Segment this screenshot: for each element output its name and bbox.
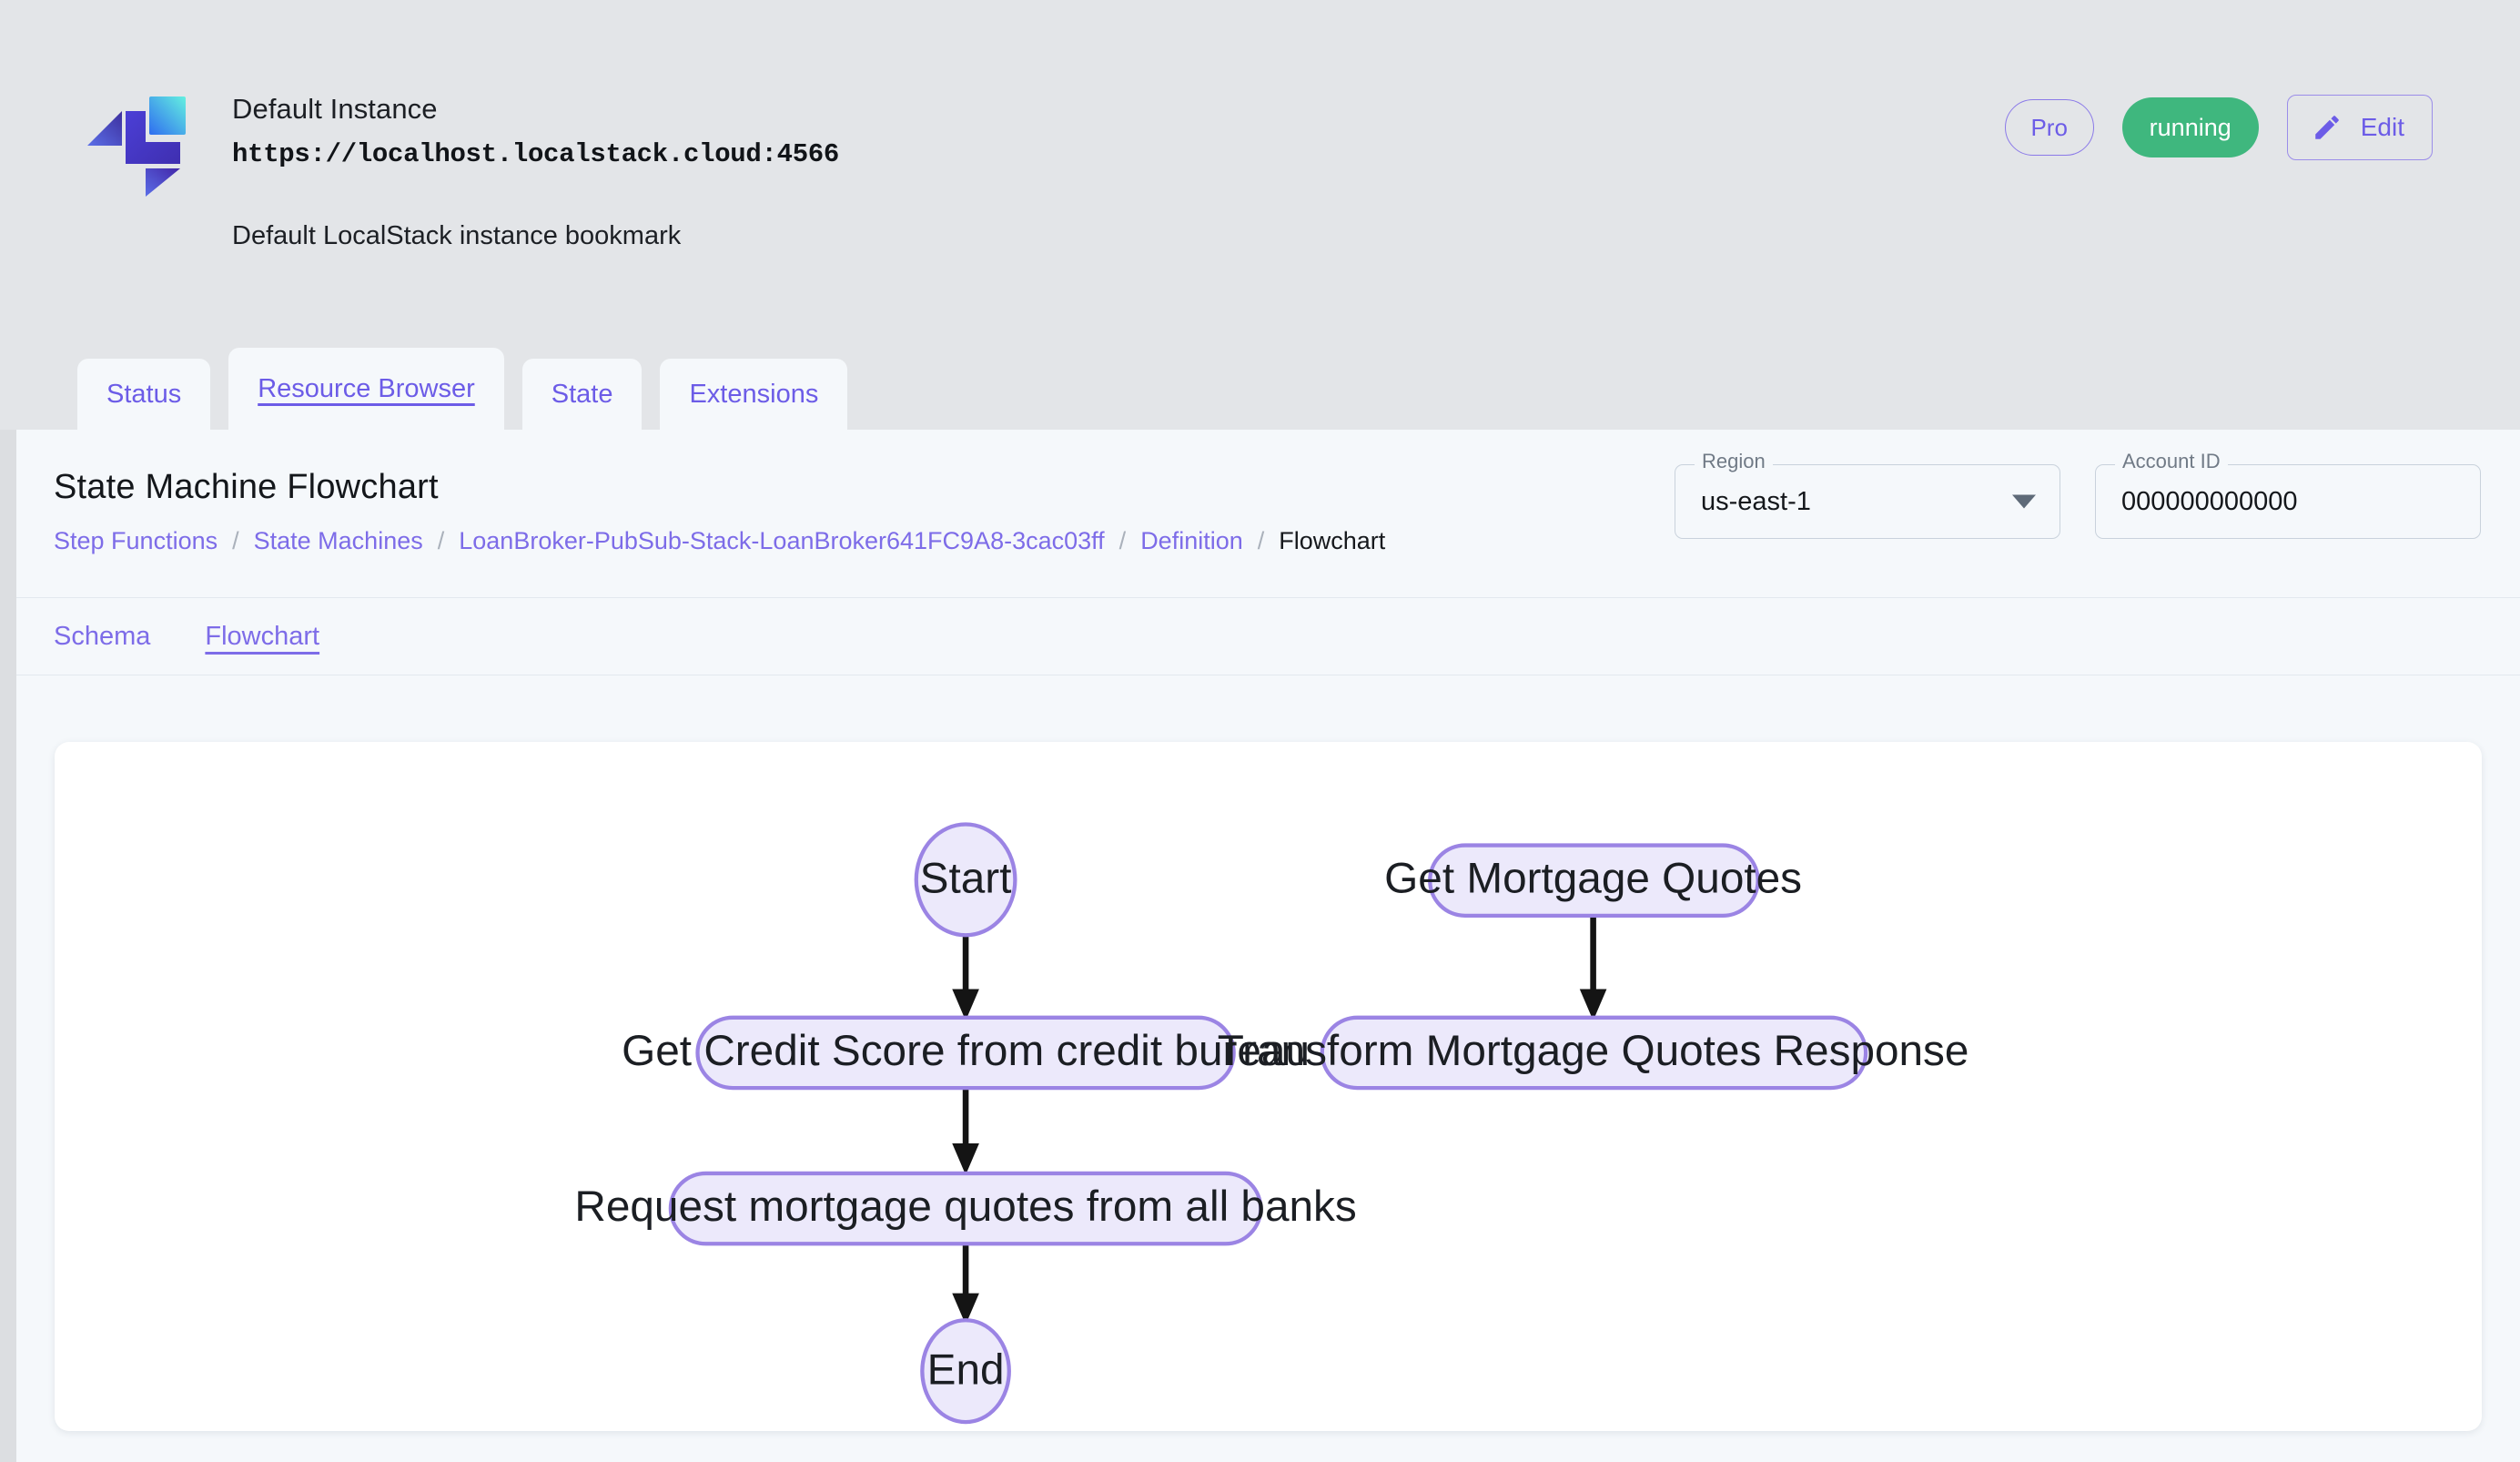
content-panel: State Machine Flowchart Step Functions /… xyxy=(16,430,2520,1462)
region-select[interactable]: Region us-east-1 xyxy=(1675,452,2060,539)
account-id-label: Account ID xyxy=(2115,452,2228,472)
breadcrumb-current: Flowchart xyxy=(1279,527,1386,554)
breadcrumb-definition[interactable]: Definition xyxy=(1140,527,1243,554)
flow-node-label: Start xyxy=(920,855,1012,903)
account-id-field[interactable]: Account ID 000000000000 xyxy=(2095,452,2481,539)
pro-badge[interactable]: Pro xyxy=(2004,99,2094,156)
edge-start-to-credit xyxy=(952,935,979,1021)
breadcrumb-state-machines[interactable]: State Machines xyxy=(253,527,423,554)
flowchart-card: Start Get Credit Score from credit burea… xyxy=(55,742,2482,1431)
instance-endpoint: https://localhost.localstack.cloud:4566 xyxy=(232,139,840,170)
flow-node-get-mortgage-quotes[interactable]: Get Mortgage Quotes xyxy=(1384,843,1802,919)
breadcrumb-state-machine-name[interactable]: LoanBroker-PubSub-Stack-LoanBroker641FC9… xyxy=(459,527,1105,554)
sub-tab-schema[interactable]: Schema xyxy=(54,621,151,651)
region-value: us-east-1 xyxy=(1701,486,1811,516)
tab-status[interactable]: Status xyxy=(77,359,211,430)
status-badge[interactable]: running xyxy=(2121,97,2259,157)
edge-credit-to-request xyxy=(952,1088,979,1175)
flow-node-label: Get Mortgage Quotes xyxy=(1384,855,1802,903)
localstack-logo-icon xyxy=(80,76,200,197)
instance-name: Default Instance xyxy=(232,93,438,125)
tab-extensions[interactable]: Extensions xyxy=(660,359,848,430)
breadcrumb-separator: / xyxy=(232,527,239,554)
selectors: Region us-east-1 Account ID 000000000000 xyxy=(1675,452,2481,539)
flow-node-label: End xyxy=(927,1345,1005,1394)
header-actions: Pro running Edit xyxy=(2004,95,2433,160)
breadcrumb-separator: / xyxy=(1118,527,1127,554)
chevron-down-icon[interactable] xyxy=(2012,494,2036,509)
flow-node-start[interactable]: Start xyxy=(914,822,1017,938)
flow-node-end[interactable]: End xyxy=(920,1318,1011,1425)
main-tab-strip: Status Resource Browser State Extensions xyxy=(0,348,2520,430)
tab-resource-browser[interactable]: Resource Browser xyxy=(228,348,504,430)
region-label: Region xyxy=(1695,452,1773,472)
flow-node-transform-mortgage-quotes-response[interactable]: Transform Mortgage Quotes Response xyxy=(1218,1015,1969,1091)
edge-quotes-to-transform xyxy=(1579,915,1607,1021)
edit-button-label: Edit xyxy=(2360,113,2404,141)
flow-node-request-mortgage-quotes[interactable]: Request mortgage quotes from all banks xyxy=(574,1171,1357,1246)
page-header: State Machine Flowchart Step Functions /… xyxy=(16,430,2520,598)
pencil-icon xyxy=(2312,112,2343,143)
left-rail xyxy=(0,430,16,1462)
flow-node-label: Get Credit Score from credit bureau xyxy=(622,1027,1310,1075)
instance-description: Default LocalStack instance bookmark xyxy=(232,221,682,250)
instance-identity: Default Instance https://localhost.local… xyxy=(232,91,839,169)
account-id-value: 000000000000 xyxy=(2121,486,2298,516)
edit-button[interactable]: Edit xyxy=(2286,95,2433,160)
flow-node-label: Request mortgage quotes from all banks xyxy=(574,1183,1356,1231)
tab-state[interactable]: State xyxy=(521,359,643,430)
sub-tab-strip: Schema Flowchart xyxy=(16,598,2520,675)
breadcrumb: Step Functions / State Machines / LoanBr… xyxy=(54,527,1385,555)
breadcrumb-separator: / xyxy=(437,527,445,554)
page-title: State Machine Flowchart xyxy=(54,468,439,506)
breadcrumb-separator: / xyxy=(1257,527,1265,554)
flow-node-get-credit-score[interactable]: Get Credit Score from credit bureau xyxy=(622,1015,1310,1091)
flow-node-label: Transform Mortgage Quotes Response xyxy=(1218,1027,1969,1075)
sub-tab-flowchart[interactable]: Flowchart xyxy=(205,621,320,651)
flowchart-canvas[interactable]: Start Get Credit Score from credit burea… xyxy=(55,742,2482,1431)
breadcrumb-step-functions[interactable]: Step Functions xyxy=(54,527,218,554)
edge-request-to-end xyxy=(952,1244,979,1325)
